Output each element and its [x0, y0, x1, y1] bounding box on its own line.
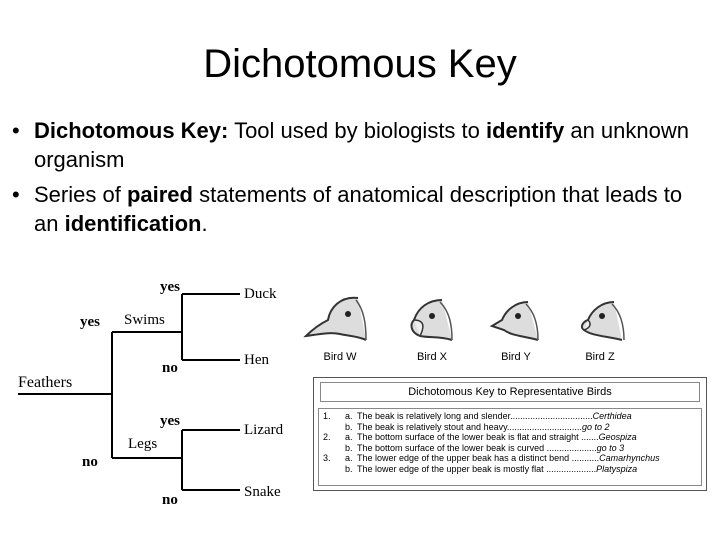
definition-text-a: Tool used by biologists to: [228, 118, 486, 143]
bird-y-head-icon: [489, 301, 539, 341]
tree-lines: [18, 293, 240, 491]
key-row-text: The lower edge of the upper beak has a d…: [357, 453, 600, 464]
key-row-number: 2.: [323, 432, 331, 443]
definition-text-b: an unknown organism: [34, 118, 689, 172]
tree-leaf-lizard: Lizard: [244, 422, 284, 438]
term-label: Dichotomous Key:: [34, 118, 229, 143]
bird-illustrations: Bird W Bird X Bird Y Bird Z: [300, 290, 720, 370]
emphasis-paired: paired: [126, 182, 193, 207]
bullet-definition: • Dichotomous Key: Tool used by biologis…: [12, 116, 712, 174]
key-row-text: The beak is relatively long and slender.…: [357, 411, 593, 421]
bird-x-head-icon: [410, 299, 453, 341]
bullet-dot: •: [12, 118, 20, 143]
slide-title: Dichotomous Key: [203, 42, 517, 86]
bird-y: Bird Y: [476, 290, 556, 363]
key-row-letter: a.: [345, 432, 353, 443]
key-row: 2. a. The bottom surface of the lower beak…: [323, 432, 697, 443]
tree-label-yes: yes: [80, 314, 100, 330]
tree-label-no: no: [162, 360, 178, 376]
key-row-result: go to 3: [596, 442, 625, 453]
classification-tree: Feathers yes Swims no Legs yes no yes no…: [0, 270, 300, 540]
key-row: 3. a. The lower edge of the upper beak has…: [323, 453, 697, 464]
tree-label-no: no: [82, 454, 98, 470]
bird-label: Bird Z: [585, 351, 615, 363]
key-row-result: go to 2: [581, 421, 610, 432]
tree-label-no: no: [162, 492, 178, 508]
key-table-title: Dichotomous Key to Representative Birds: [320, 382, 700, 402]
key-row: b. The lower edge of the upper beak is mo…: [323, 464, 697, 475]
key-row-result: Geospiza: [598, 432, 637, 443]
bird-w: Bird W: [300, 290, 380, 363]
key-row: 1. a. The beak is relatively long and slen…: [323, 411, 697, 422]
bullet-dot: •: [12, 182, 20, 207]
key-row-text: The lower edge of the upper beak is most…: [357, 463, 597, 474]
key-row-number: 3.: [323, 453, 331, 464]
emphasis-identification: identification: [64, 211, 202, 236]
key-row-letter: b.: [345, 463, 353, 474]
tree-leaf-snake: Snake: [244, 484, 281, 500]
tree-root-feathers: Feathers: [18, 374, 73, 391]
tree-label-swims: Swims: [124, 312, 165, 328]
dichotomous-key-table: Dichotomous Key to Representative Birds …: [313, 377, 707, 491]
bird-x: Bird X: [392, 290, 472, 363]
key-row-result: Certhidea: [592, 411, 632, 421]
key-row-letter: b.: [345, 421, 353, 432]
tree-leaf-hen: Hen: [244, 352, 269, 368]
tree-label-yes: yes: [160, 413, 180, 429]
key-row-text: The beak is relatively stout and heavy..…: [357, 421, 582, 432]
bird-label: Bird Y: [501, 351, 531, 363]
tree-leaf-duck: Duck: [244, 286, 277, 302]
series-text-a: Series of: [34, 182, 127, 207]
bullet-list: • Dichotomous Key: Tool used by biologis…: [12, 116, 712, 244]
series-text-b: statements of anatomical description tha…: [34, 182, 683, 236]
key-row-text: The bottom surface of the lower beak is …: [357, 432, 599, 443]
bird-label: Bird X: [417, 351, 447, 363]
key-row: b. The beak is relatively stout and heavy…: [323, 422, 697, 433]
key-row-result: Platyspiza: [596, 463, 638, 474]
key-row: b. The bottom surface of the lower beak i…: [323, 443, 697, 454]
bird-label: Bird W: [323, 351, 357, 363]
emphasis-identify: identify: [486, 118, 565, 143]
bullet-series: • Series of paired statements of anatomi…: [12, 180, 712, 238]
tree-label-yes: yes: [160, 279, 180, 295]
key-row-letter: a.: [345, 453, 353, 464]
series-text-c: .: [201, 211, 208, 236]
key-row-text: The bottom surface of the lower beak is …: [357, 442, 597, 453]
bird-z: Bird Z: [560, 290, 640, 363]
key-row-letter: a.: [345, 411, 353, 421]
bird-w-head-icon: [303, 296, 367, 341]
key-row-number: 1.: [323, 411, 331, 421]
key-row-result: Camarhynchus: [599, 453, 660, 464]
key-table-rows: 1. a. The beak is relatively long and slen…: [318, 408, 702, 486]
bird-z-head-icon: [580, 301, 625, 341]
tree-label-legs: Legs: [128, 436, 158, 452]
key-row-letter: b.: [345, 442, 353, 453]
